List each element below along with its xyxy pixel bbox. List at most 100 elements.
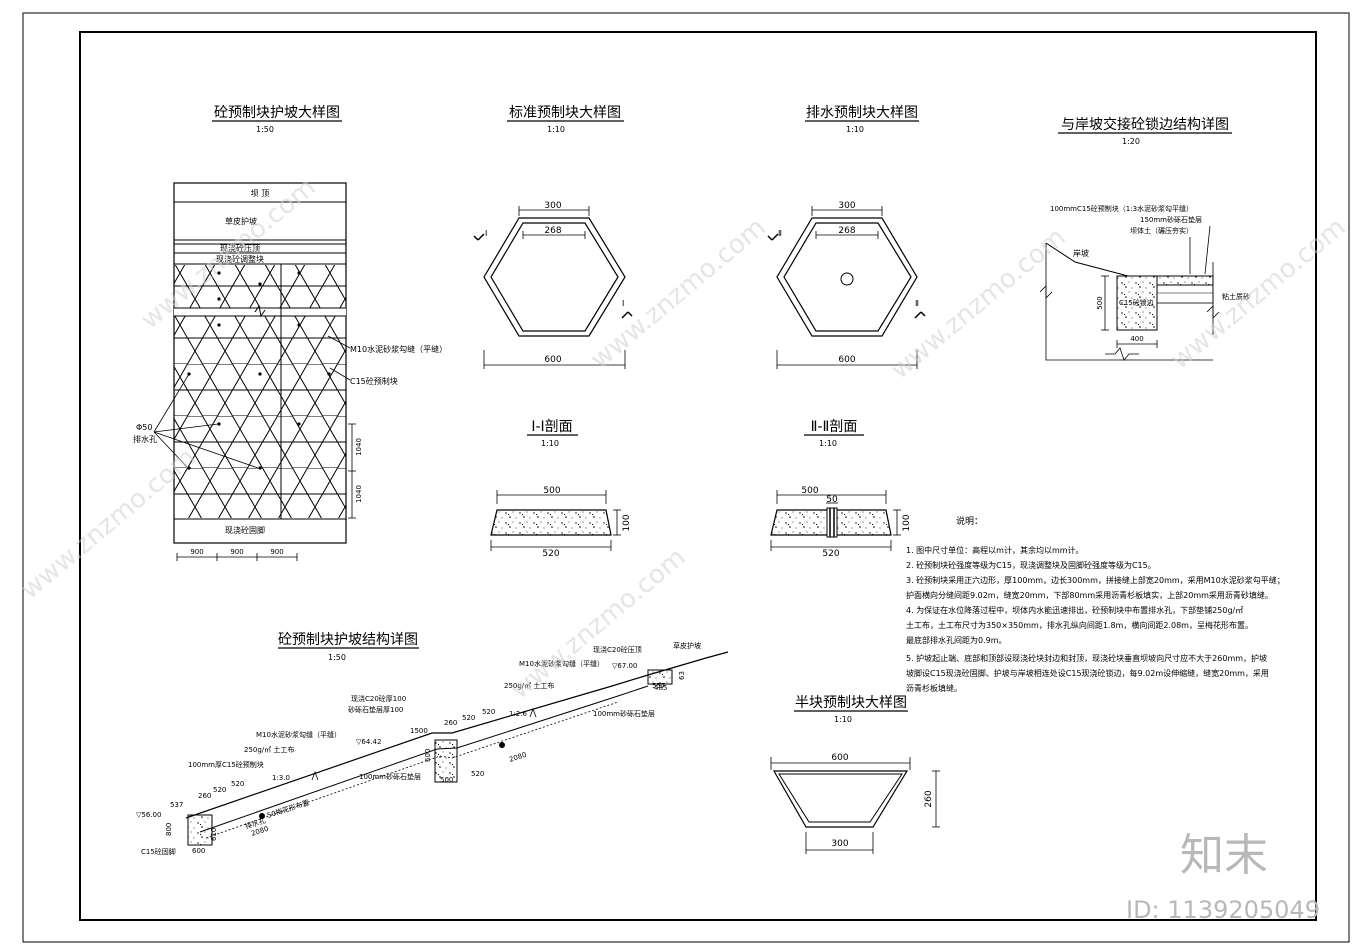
st-label-2: M10水泥砂浆勾缝（平缝） (519, 659, 604, 668)
notes: 说明： 1. 图中尺寸单位：高程以m计，其余均以mm计。 2. 砼预制块砼强度等… (906, 515, 1285, 693)
note-line-7: 5. 护坡起止端、底部和顶部设现浇砼块封边和封顶，现浇砼块垂直坝坡向尺寸应不大于… (906, 653, 1267, 663)
st-dim-0: 557 (652, 682, 665, 690)
dim-bottom-1: 900 (190, 548, 203, 556)
lock-label-c15: C15砼锁边 (1119, 298, 1154, 307)
sec1-dim-500: 500 (543, 486, 560, 496)
note-line-6: 最底部排水孔间距为0.9m。 (906, 635, 1007, 645)
half-block: 半块预制块大样图 1:10 600 300 260 (770, 695, 940, 854)
lock-label-gravel: 150mm砂砾石垫层 (1140, 215, 1202, 224)
callout-block: C15砼预制块 (350, 376, 398, 386)
note-line-0: 1. 图中尺寸单位：高程以m计，其余均以mm计。 (906, 545, 1084, 555)
lock-edge: 与岸坡交接砼锁边结构详图 1:20 100mmC15砼预制块（1:3水泥砂浆勾平… (1039, 116, 1250, 361)
st-label-11: 250g/㎡ 土工布 (244, 745, 294, 754)
lock-label-bank: 岸坡 (1073, 248, 1089, 258)
lock-edge-scale: 1:20 (1122, 137, 1140, 146)
sec2-dim-50: 50 (826, 495, 838, 505)
slope-plan: 砼预制块护坡大样图 1:50 坝 顶 草皮护坡 现浇砼压顶 现浇砼调整块 现浇砼… (133, 105, 447, 561)
sec2-dim-500: 500 (801, 486, 818, 496)
band-grass: 草皮护坡 (225, 216, 257, 226)
st-label-17: ▽56.00 (136, 811, 161, 819)
drain-dim-300: 300 (838, 201, 855, 211)
slope-plan-title: 砼预制块护坡大样图 (214, 105, 340, 121)
st-dim-4: 260 (444, 719, 457, 727)
section-2-title: Ⅱ-Ⅱ剖面 (811, 419, 858, 435)
st-dim-6: 520 (482, 708, 495, 716)
st-dim-1: 485 (654, 684, 667, 692)
note-line-3: 护面横向分缝间距9.02m，缝宽20mm，下部80mm采用沥青杉板填实，上部20… (906, 590, 1273, 600)
sec2-dim-100: 100 (902, 514, 912, 531)
drain-block: 排水预制块大样图 1:10 300 268 600 Ⅱ Ⅱ (767, 105, 926, 369)
st-label-9: ▽64.42 (356, 738, 381, 746)
st-dim-14: 537 (170, 801, 183, 809)
st-dim-11: 260 (198, 792, 211, 800)
slope-plan-scale: 1:50 (256, 125, 274, 134)
note-line-1: 2. 砼预制块砼强度等级为C15，现浇调整块及固脚砼强度等级为C15。 (906, 560, 1156, 570)
dim-bottom-3: 900 (270, 548, 283, 556)
callout-joint: M10水泥砂浆勾缝（平缝） (350, 344, 447, 354)
drain-mark-2: Ⅱ (915, 299, 919, 308)
watermark-site-3: www.znzmo.com (885, 222, 1071, 385)
structure-title: 砼预制块护坡结构详图 (278, 632, 418, 648)
half-dim-260: 260 (924, 790, 934, 807)
section-2: Ⅱ-Ⅱ剖面 1:10 500 50 520 100 (770, 419, 912, 559)
sec1-dim-520: 520 (542, 549, 559, 559)
drain-dim-600: 600 (838, 355, 855, 365)
band-cap: 现浇砼压顶 (220, 243, 260, 253)
watermark-id: ID: 1139205049 (1126, 896, 1320, 924)
st-label-8: 100mm砂砾石垫层 (593, 709, 655, 718)
st-dim-3: 1500 (410, 727, 428, 735)
std-block-title: 标准预制块大样图 (509, 105, 621, 121)
st-label-4: 250g/㎡ 土工布 (504, 681, 554, 690)
note-line-4: 4. 为保证在水位降落过程中，坝体内水能迅速排出，砼预制块中布置排水孔，下部垫铺… (906, 605, 1243, 615)
drain-dim-268: 268 (838, 226, 855, 236)
watermark-site-4: www.znzmo.com (1165, 212, 1351, 375)
st-dim-17: 600 (192, 847, 205, 855)
callout-phi50: Φ50 (136, 423, 152, 432)
st-dim-10: 520 (471, 770, 484, 778)
st-label-1: 草皮护坡 (673, 641, 701, 650)
st-dim-15: 800 (165, 823, 173, 836)
st-label-12: 100mm厚C15砼预制块 (188, 760, 264, 769)
foot-label: 现浇砼固脚 (225, 525, 265, 535)
st-dim-13: 520 (231, 780, 244, 788)
st-label-18: C15砼固脚 (141, 847, 176, 856)
lock-dim-500: 500 (1096, 296, 1104, 309)
dim-bottom-2: 900 (230, 548, 243, 556)
drain-hole (840, 272, 854, 286)
note-line-5: 土工布，土工布尺寸为350×350mm，排水孔纵向间距1.8m，横向间距2.08… (906, 620, 1253, 630)
std-dim-600: 600 (544, 355, 561, 365)
std-block-scale: 1:10 (547, 125, 565, 134)
st-dim-12: 520 (213, 786, 226, 794)
lock-label-clay: 粘土质砂 (1222, 292, 1250, 301)
std-mark-1: Ⅰ (485, 229, 487, 238)
st-label-0: 现浇C20砼压顶 (593, 645, 642, 654)
section-1-scale: 1:10 (541, 439, 559, 448)
st-dim-9: 2080 (508, 751, 527, 764)
std-dim-268: 268 (544, 226, 561, 236)
drain-mark-1: Ⅱ (778, 229, 782, 238)
dim-right-1: 1040 (355, 438, 363, 456)
note-line-9: 沥青杉板填缝。 (906, 683, 962, 693)
drain-block-scale: 1:10 (846, 125, 864, 134)
st-label-3: ▽67.00 (612, 662, 637, 670)
outer-frame (22, 12, 1350, 943)
callout-drain: 排水孔 (133, 434, 157, 444)
dim-right-2: 1040 (355, 485, 363, 503)
sec1-dim-100: 100 (622, 514, 632, 531)
st-dim-16: 610 (210, 828, 218, 841)
note-line-2: 3. 砼预制块采用正六边形，厚100mm，边长300mm，拼接缝上部宽20mm，… (906, 575, 1285, 585)
notes-heading: 说明： (956, 515, 983, 527)
sec2-dim-520: 520 (822, 549, 839, 559)
lock-label-fill: 坝体土（碾压夯实） (1130, 226, 1193, 235)
lock-dim-400: 400 (1130, 335, 1143, 343)
st-dim-7: 600 (424, 749, 432, 762)
section-1-title: Ⅰ-Ⅰ剖面 (531, 419, 572, 435)
lock-edge-title: 与岸坡交接砼锁边结构详图 (1061, 116, 1229, 133)
st-label-7: 1:2.6 (509, 710, 527, 718)
st-dim-8: 500 (440, 776, 453, 784)
std-dim-300: 300 (544, 201, 561, 211)
structure-section: 砼预制块护坡结构详图 1:50 现浇C20砼压顶 草皮护坡 M10水泥砂浆勾缝（… (136, 632, 729, 856)
st-label-6: 砂砾石垫层厚100 (348, 705, 403, 714)
std-mark-2: Ⅰ (622, 299, 624, 308)
